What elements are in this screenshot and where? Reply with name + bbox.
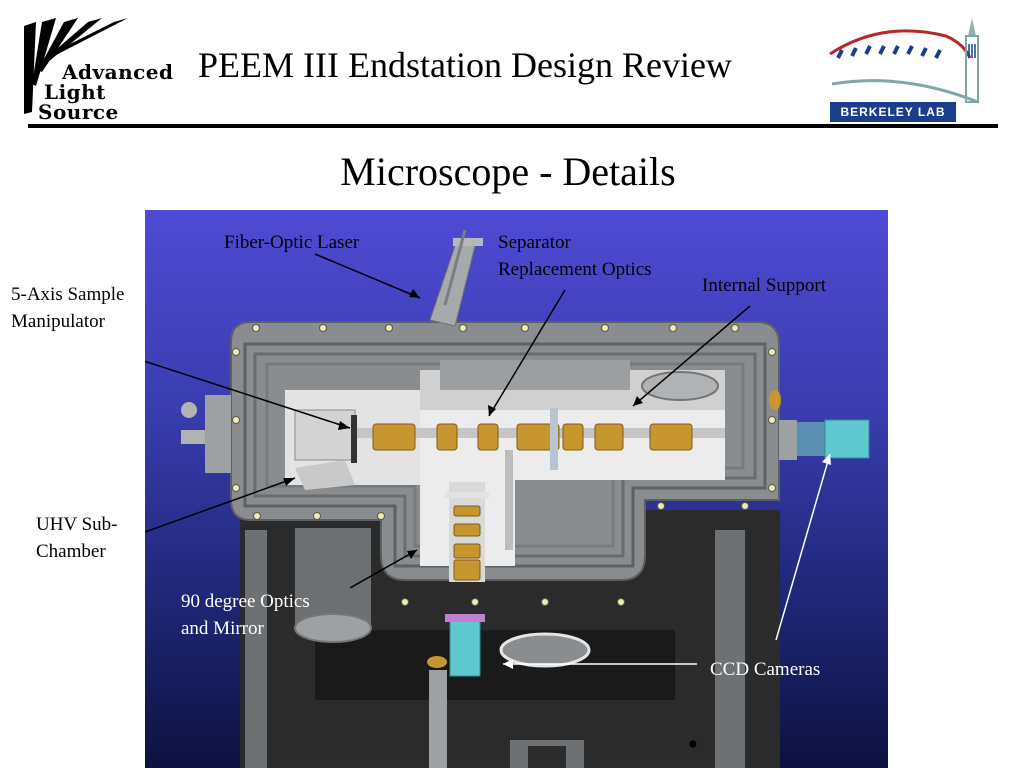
label-ccd-cameras: CCD Cameras: [710, 659, 821, 680]
als-line1: Advanced: [62, 60, 174, 84]
berkeley-lab-wordmark: BERKELEY LAB: [830, 102, 956, 122]
ccd-camera-bottom: [449, 619, 481, 677]
label-sample-line2: Manipulator: [11, 311, 105, 332]
label-optics-line2: and Mirror: [181, 618, 264, 639]
label-uhv-line1: UHV Sub-: [36, 514, 118, 535]
als-line2: Light: [44, 80, 106, 104]
fiber-optic-laser-mount: [429, 239, 476, 327]
presentation-title: PEEM III Endstation Design Review: [198, 45, 732, 85]
label-sample-line1: 5-Axis Sample: [11, 284, 125, 305]
header-rule: [28, 124, 998, 128]
microscope-figure: [145, 210, 888, 768]
slide-title: Microscope - Details: [340, 149, 676, 194]
leader-lines: [145, 253, 831, 665]
label-internal-support: Internal Support: [702, 275, 827, 296]
label-optics-line1: 90 degree Optics: [181, 591, 310, 612]
label-uhv-line2: Chamber: [36, 541, 106, 562]
campanile-icon: [829, 18, 979, 104]
mirror-optics: [453, 505, 481, 581]
als-stripes-icon: [24, 18, 128, 114]
als-logo: Advanced Light Source: [22, 16, 182, 124]
chamber-bolts: [232, 324, 776, 606]
electron-optics: [372, 423, 693, 451]
label-fiber-optic-laser: Fiber-Optic Laser: [224, 232, 360, 253]
label-separator-line1: Separator: [498, 232, 571, 253]
berkeley-lab-logo: BERKELEY LAB: [822, 14, 1002, 122]
als-line3: Source: [38, 100, 119, 124]
microscope-diagram: [145, 229, 870, 768]
internal-support-bracket: [550, 408, 558, 470]
ccd-camera-side: [824, 419, 870, 459]
label-separator-line2: Replacement Optics: [498, 259, 652, 280]
